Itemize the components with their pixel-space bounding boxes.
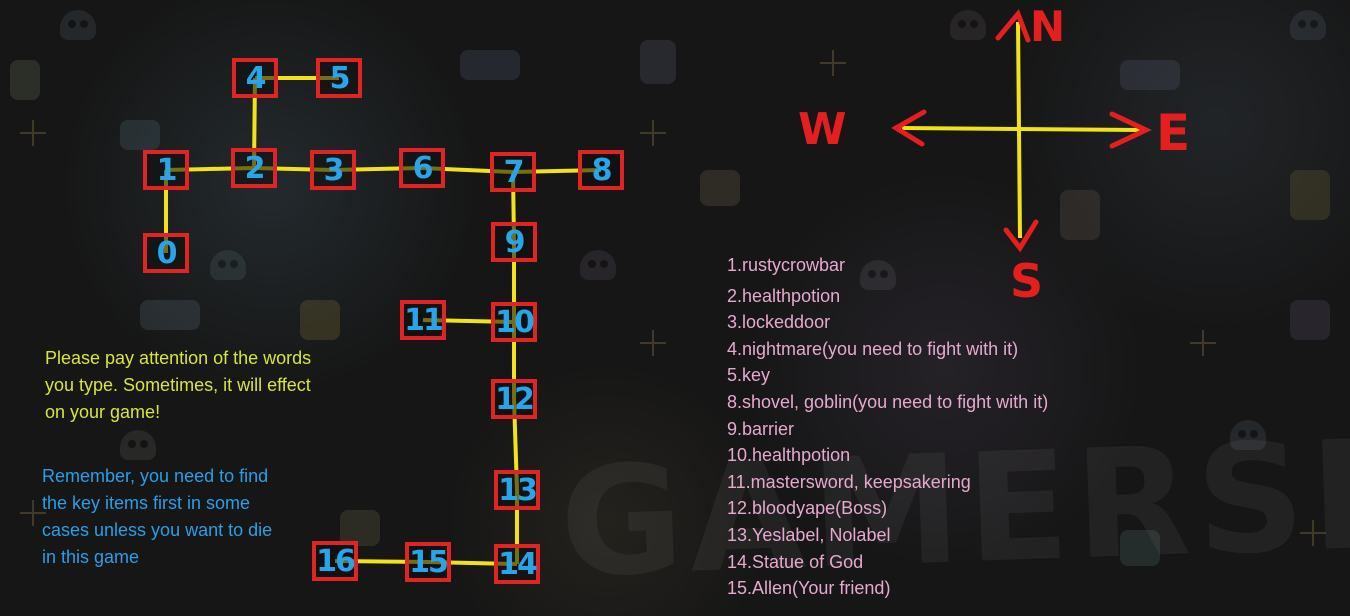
room-10: 10 <box>491 302 537 342</box>
compass-south-arrow <box>1003 219 1039 253</box>
skull-icon <box>1290 10 1326 40</box>
crosshair-icon <box>1300 520 1326 546</box>
legend-item: 12.bloodyape(Boss) <box>727 498 888 519</box>
blaster-icon <box>460 50 520 80</box>
legend-item: 13.Yeslabel, Nolabel <box>727 524 891 545</box>
room-5: 5 <box>316 58 362 98</box>
skull-icon <box>120 430 156 460</box>
room-6: 6 <box>399 148 445 188</box>
ammo-icon <box>10 60 40 100</box>
blaster-icon <box>140 300 200 330</box>
compass-east-arrow <box>1109 111 1152 149</box>
crosshair-icon <box>20 500 46 526</box>
compass-east-label: E <box>1156 104 1191 162</box>
legend-item: 3.lockeddoor <box>727 312 831 333</box>
compass-north-arrow <box>995 9 1031 43</box>
room-9: 9 <box>491 222 537 262</box>
crosshair-icon <box>1190 330 1216 356</box>
legend-item: 4.nightmare(you need to fight with it) <box>727 338 1019 359</box>
crosshair-icon <box>820 50 846 76</box>
ammo-icon <box>1120 530 1160 566</box>
legend-item: 1.rustycrowbar <box>727 255 846 275</box>
skull-icon <box>580 250 616 280</box>
crosshair-icon <box>20 120 46 146</box>
ammo-icon <box>340 510 380 546</box>
compass-west-arrow <box>891 109 927 147</box>
ammo-icon <box>1290 170 1330 220</box>
room-3: 3 <box>310 150 356 190</box>
room-0: 0 <box>143 233 189 273</box>
skull-icon <box>60 10 96 40</box>
crosshair-icon <box>640 330 666 356</box>
room-16: 16 <box>312 541 358 581</box>
skull-icon <box>950 10 986 40</box>
legend-item: 8.shovel, goblin(you need to fight with … <box>727 391 1049 412</box>
warning-note: Please pay attention of the words you ty… <box>45 348 312 422</box>
room-12: 12 <box>491 379 537 419</box>
skull-icon <box>860 260 896 290</box>
room-13: 13 <box>494 470 540 510</box>
room-15: 15 <box>405 542 451 582</box>
room-8: 8 <box>578 150 624 190</box>
room-11: 11 <box>400 300 446 340</box>
legend-item: 9.barrier <box>727 418 795 439</box>
compass-north-label: N <box>1030 2 1066 51</box>
room-2: 2 <box>231 148 277 188</box>
legend-item: 2.healthpotion <box>727 285 841 306</box>
legend-item: 11.mastersword, keepsakering <box>727 471 971 492</box>
legend-item: 15.Allen(Your friend) <box>727 578 891 599</box>
legend-item: 14.Statue of God <box>727 551 864 572</box>
compass-horizontal-axis <box>901 126 1141 132</box>
room-4: 4 <box>232 58 278 98</box>
skull-icon <box>1230 420 1266 450</box>
crosshair-icon <box>640 120 666 146</box>
legend-item: 10.healthpotion <box>727 445 851 466</box>
ammo-icon <box>700 170 740 206</box>
ammo-icon <box>120 120 160 150</box>
skull-icon <box>210 250 246 280</box>
room-14: 14 <box>494 544 540 584</box>
room-legend: 1.rustycrowbar 2.healthpotion 3.lockeddo… <box>727 252 1048 602</box>
remember-note: Remember, you need to find the key items… <box>42 466 273 567</box>
legend-item: 5.key <box>727 365 771 386</box>
ammo-icon <box>300 300 340 340</box>
room-1: 1 <box>143 150 189 190</box>
ammo-icon <box>640 40 676 84</box>
ammo-icon <box>1290 300 1330 340</box>
compass-south-label: S <box>1010 254 1044 308</box>
blaster-icon <box>1120 60 1180 90</box>
compass-west-label: W <box>798 104 847 155</box>
ammo-icon <box>1060 190 1100 240</box>
room-7: 7 <box>490 152 536 192</box>
